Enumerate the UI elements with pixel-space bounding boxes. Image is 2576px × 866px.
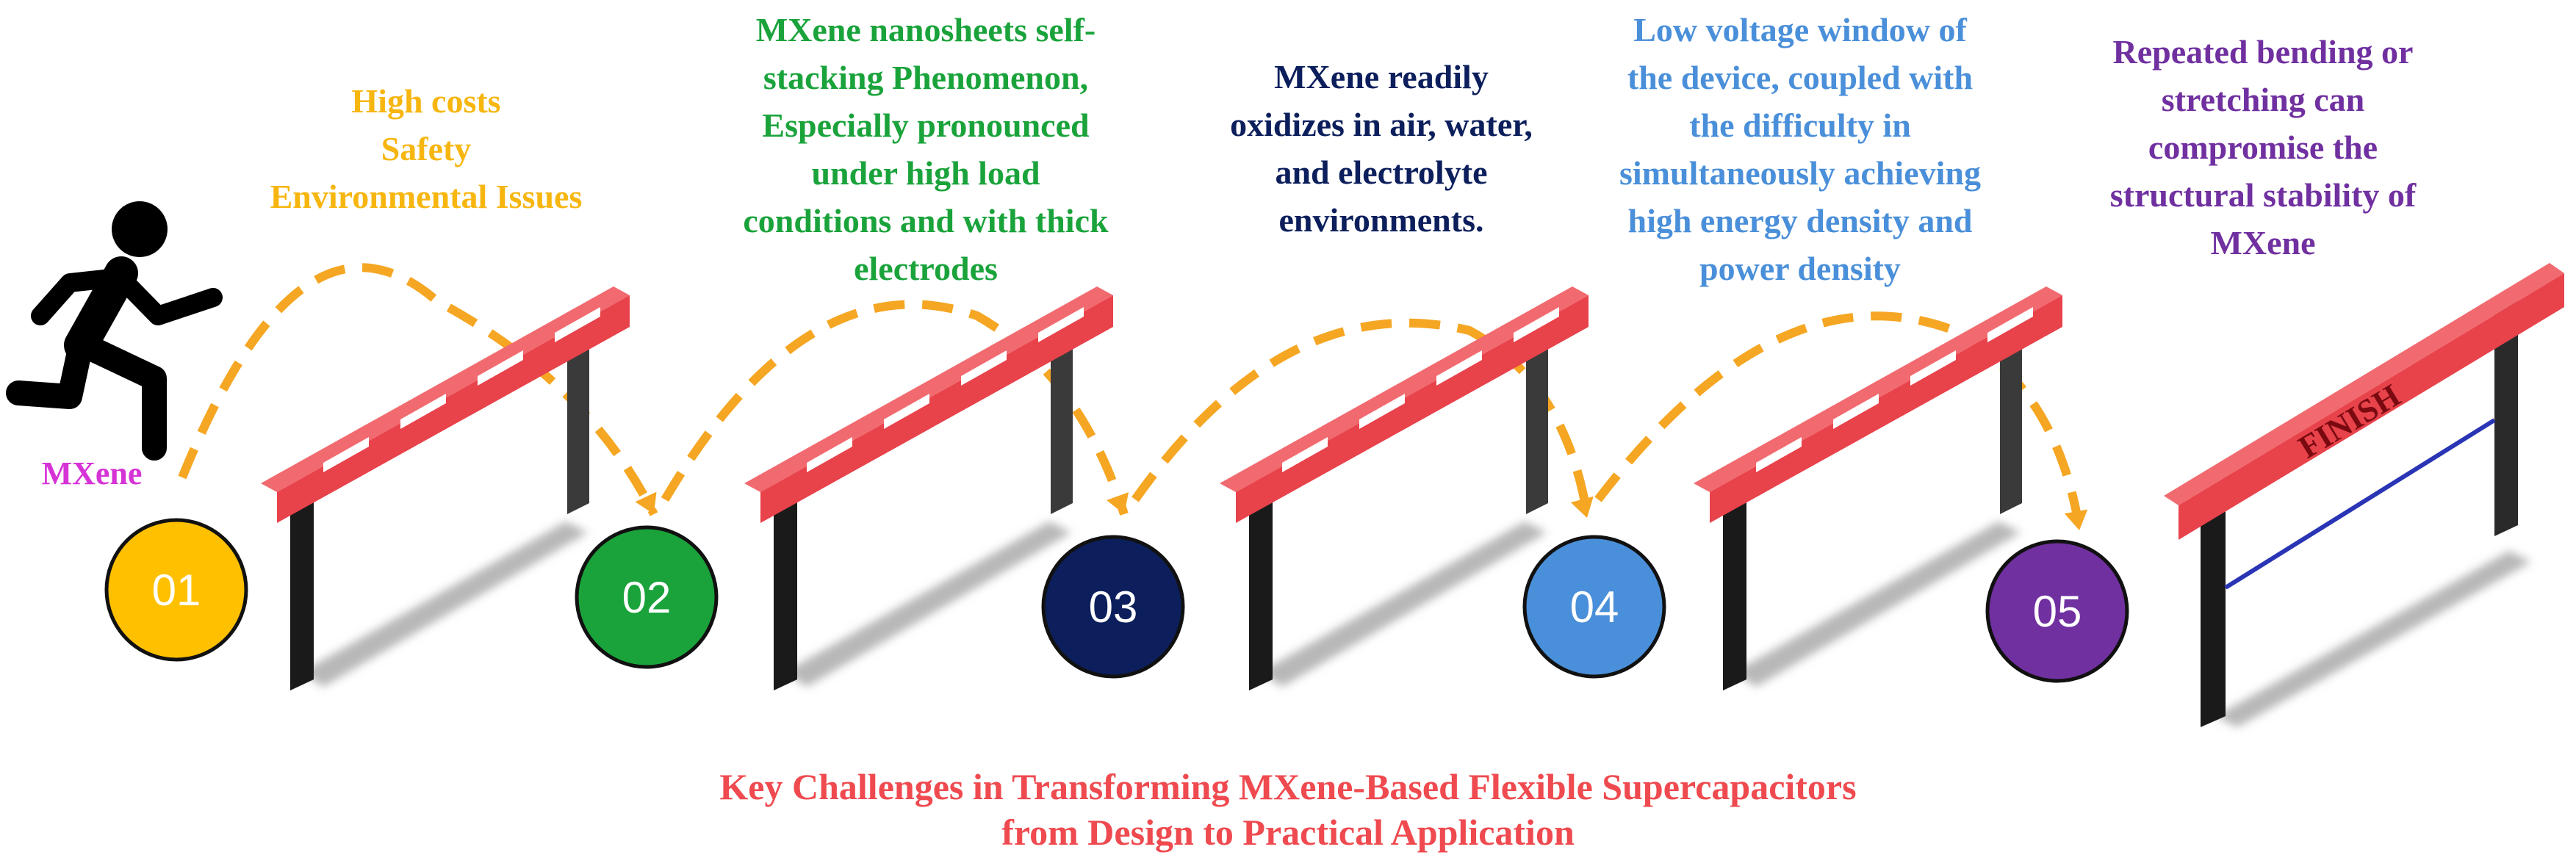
hurdle-bar-front (1236, 295, 1589, 523)
hurdle-slot (1833, 394, 1879, 429)
step-number: 04 (1570, 582, 1619, 632)
title-line-2: from Design to Practical Application (1001, 812, 1575, 853)
hurdle-slot (1436, 350, 1482, 386)
step-circle-03: 03 (1041, 535, 1185, 679)
finish-post-front (2201, 481, 2226, 727)
step-circle-05: 05 (1985, 539, 2129, 683)
hurdle-shadow (1260, 522, 1547, 687)
label-line: compromise the (2148, 129, 2378, 166)
hurdle-slot (400, 394, 446, 429)
hurdle-slot (478, 350, 523, 386)
hurdle-icon (744, 286, 1113, 690)
runner-label: MXene (41, 455, 143, 491)
label-line: MXene (2210, 224, 2316, 261)
hurdle-post-front (290, 477, 314, 690)
label-line: oxidizes in air, water, (1230, 106, 1533, 143)
arrowhead-icon (2064, 509, 2088, 530)
label-line: electrodes (854, 250, 998, 287)
jump-arc (661, 300, 1129, 516)
hurdle-shadow (785, 522, 1071, 687)
hurdle-slot (1910, 350, 1956, 386)
hurdle-bar-top (1220, 286, 1589, 492)
hurdle-shadow (1734, 522, 2021, 687)
hurdle-icon (261, 286, 630, 690)
hurdle-slot (807, 437, 852, 472)
label-line: MXene readily (1274, 58, 1489, 95)
arrowhead-icon (1570, 496, 1594, 518)
hurdle-bar-front (760, 295, 1113, 523)
hurdle-icon (1694, 286, 2062, 690)
challenge-label-02: MXene nanosheets self-stacking Phenomeno… (654, 6, 1198, 292)
step-circle-04: 04 (1522, 535, 1666, 679)
label-line: Repeated bending or (2112, 33, 2414, 71)
step-number: 03 (1089, 582, 1138, 632)
label-line: Low voltage window of (1633, 11, 1967, 48)
hurdle-bar-front (277, 295, 630, 523)
hurdle-slot (1038, 307, 1084, 342)
hurdle-slot (1359, 394, 1405, 429)
finish-post-back (2494, 301, 2518, 536)
arrowhead-icon (635, 491, 657, 514)
step-number: 02 (622, 573, 672, 622)
hurdle-slot (961, 350, 1007, 386)
hurdle-slot (323, 437, 369, 472)
jump-arc (1132, 318, 1591, 515)
hurdle-bar-top (261, 286, 630, 492)
label-line: the difficulty in (1689, 107, 1911, 144)
label-line: under high load (811, 154, 1040, 192)
hurdle-post-front (1723, 477, 1746, 690)
step-circle-01: 01 (104, 518, 248, 662)
step-number: 05 (2033, 587, 2082, 636)
hurdle-slot (555, 307, 600, 342)
label-line: Safety (381, 130, 472, 167)
running-person-icon (6, 201, 223, 461)
jump-arc (1594, 311, 2084, 530)
step-circle-02: 02 (575, 525, 719, 669)
hurdle-slot (1514, 307, 1559, 342)
label-line: High costs (351, 82, 501, 120)
challenge-label-05: Repeated bending or stretching can comprom… (2013, 28, 2513, 267)
arrowhead-icon (1107, 492, 1129, 514)
step-number: 01 (152, 566, 201, 615)
hurdle-slot (1282, 437, 1328, 472)
hurdle-post-front (1249, 477, 1273, 690)
hurdle-bar-front (1710, 295, 2062, 523)
hurdle-bar-top (1694, 286, 2062, 492)
label-line: conditions and with thick (743, 202, 1109, 239)
label-line: and electrolyte (1275, 154, 1488, 191)
hurdle-shadow (301, 522, 588, 687)
hurdle-bar-top (744, 286, 1113, 492)
challenge-label-03: MXene readily oxidizes in air, water, and … (1146, 53, 1616, 244)
label-line: structural stability of (2109, 176, 2417, 214)
challenge-label-04: Low voltage window of the device, coupled… (1550, 6, 2050, 292)
jump-arcs (178, 263, 2088, 530)
label-line: high energy density and (1627, 202, 1973, 239)
label-line: environments. (1278, 201, 1484, 239)
label-line: power density (1699, 250, 1901, 287)
label-line: stretching can (2161, 81, 2365, 118)
label-line: simultaneously achieving (1619, 154, 1981, 192)
hurdle-slot (1756, 437, 1802, 472)
jump-arc (178, 263, 658, 516)
diagram-title: Key Challenges in Transforming MXene-Bas… (0, 764, 2576, 855)
finish-line (2224, 418, 2496, 590)
finish-bar-top (2164, 263, 2564, 505)
label-line: Environmental Issues (270, 178, 583, 215)
hurdle-slot (1987, 307, 2033, 342)
finish-hurdle-icon: FINISH (2164, 263, 2564, 727)
title-line-1: Key Challenges in Transforming MXene-Bas… (719, 766, 1857, 807)
finish-bar-front (2179, 273, 2564, 540)
label-line: stacking Phenomenon, (763, 59, 1089, 96)
label-line: the device, coupled with (1627, 59, 1974, 96)
hurdle-post-front (774, 477, 797, 690)
finish-shadow (2215, 551, 2531, 727)
label-line: Especially pronounced (762, 107, 1090, 144)
hurdle-icon (1220, 286, 1589, 690)
hurdle-slot (884, 394, 929, 429)
label-line: MXene nanosheets self- (755, 11, 1096, 48)
